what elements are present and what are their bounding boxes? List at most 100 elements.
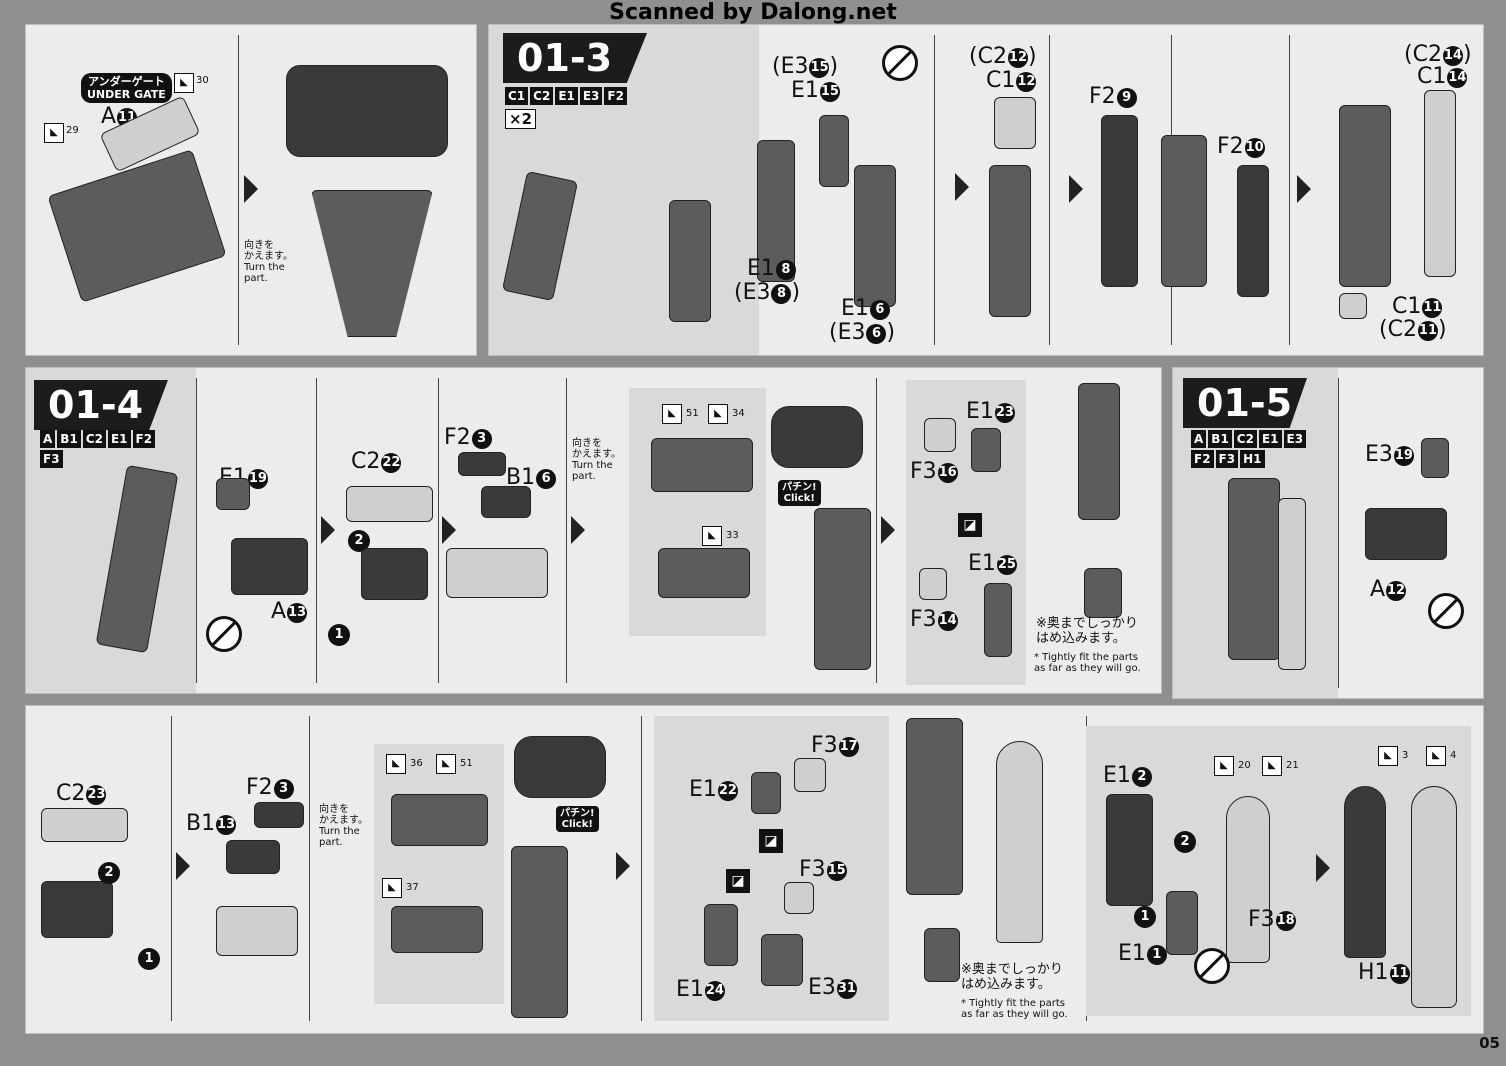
next-arrow [321, 516, 335, 544]
next-arrow [244, 175, 258, 203]
part-waist-body [47, 149, 227, 303]
part-foot-assembly [41, 881, 113, 938]
section-title-01-4: 01-4 [34, 380, 168, 430]
part-hand-open [984, 583, 1012, 657]
part-side-armor-right [1237, 165, 1269, 297]
under-gate-tag: アンダーゲート UNDER GATE [81, 73, 172, 103]
part-hand-open-a [704, 904, 738, 966]
foot-sticker-box [374, 744, 504, 1004]
sticker-icon: ◣ [174, 73, 194, 93]
part-hand-plate [924, 418, 956, 452]
sticker-icon: ◣ [1378, 746, 1398, 766]
part-foot-front-stickered [391, 794, 488, 846]
part-toe-cover [458, 452, 506, 476]
part-hand-plate [794, 758, 826, 792]
part-leg-assembled [989, 165, 1031, 317]
under-gate-jp: アンダーゲート [88, 75, 165, 88]
sticker-number: 36 [410, 758, 423, 769]
step-number: 1 [1134, 906, 1156, 928]
section-title-01-3: 01-3 [503, 33, 647, 83]
part-hand-fist [971, 428, 1001, 472]
part-leg-frame-c [854, 165, 896, 307]
next-arrow [955, 173, 969, 201]
part-foot-combined [446, 548, 548, 598]
next-arrow [571, 516, 585, 544]
scan-banner: Scanned by Dalong.net [609, 0, 897, 25]
part-leg-rear [1339, 105, 1391, 287]
part-foot-back-stickered [391, 906, 483, 953]
part-foot-complete [514, 736, 606, 798]
multiplier-badge: ×2 [505, 109, 537, 129]
part-foot-back-stickered [658, 548, 750, 598]
part-leg-with-foot [814, 508, 871, 670]
part-leg-with-foot [511, 846, 568, 1018]
turn-note: 向きを かえます。Turn the part. [572, 438, 621, 482]
part-hand-open-b [761, 934, 803, 986]
no-cut-icon [1428, 593, 1464, 629]
part-shield-clip [1166, 891, 1198, 955]
mirror-icon: ◪ [958, 513, 982, 537]
part-waist-bottom [311, 190, 433, 337]
part-hand-plate-b [784, 882, 814, 914]
part-foot-frame [231, 538, 308, 595]
part-leg-frame-a [757, 140, 795, 282]
step-number: 1 [328, 624, 350, 646]
section-title-01-5: 01-5 [1183, 378, 1307, 428]
sticker-number: 29 [66, 125, 79, 136]
part-shield-completed-front [1411, 786, 1457, 1008]
part-hand-plate-b [919, 568, 947, 600]
step-number: 1 [138, 948, 160, 970]
sticker-icon: ◣ [1214, 756, 1234, 776]
fit-note-en: * Tightly fit the parts as far as they w… [961, 998, 1068, 1020]
sticker-number: 34 [732, 408, 745, 419]
next-arrow [442, 516, 456, 544]
part-heel-cover [481, 486, 531, 518]
sticker-icon: ◣ [702, 526, 722, 546]
sticker-number: 21 [1286, 760, 1299, 771]
part-hand-on-peg [924, 928, 960, 982]
next-arrow [176, 852, 190, 880]
part-foot-joint [1339, 293, 1367, 319]
part-foot-frame-top [41, 808, 128, 842]
step-number: 2 [98, 862, 120, 884]
part-heel-cover [226, 840, 280, 874]
part-shield-back [1106, 794, 1153, 906]
next-arrow [616, 852, 630, 880]
sticker-number: 51 [686, 408, 699, 419]
part-hand-fist [751, 772, 781, 814]
part-knee-cap [994, 97, 1036, 149]
part-foot-front-stickered [651, 438, 753, 492]
part-leg-hand-mount [1078, 383, 1120, 520]
part-foot-frame-top [346, 486, 433, 522]
foot-sticker-box [629, 388, 766, 636]
part-leg-long [906, 718, 963, 895]
